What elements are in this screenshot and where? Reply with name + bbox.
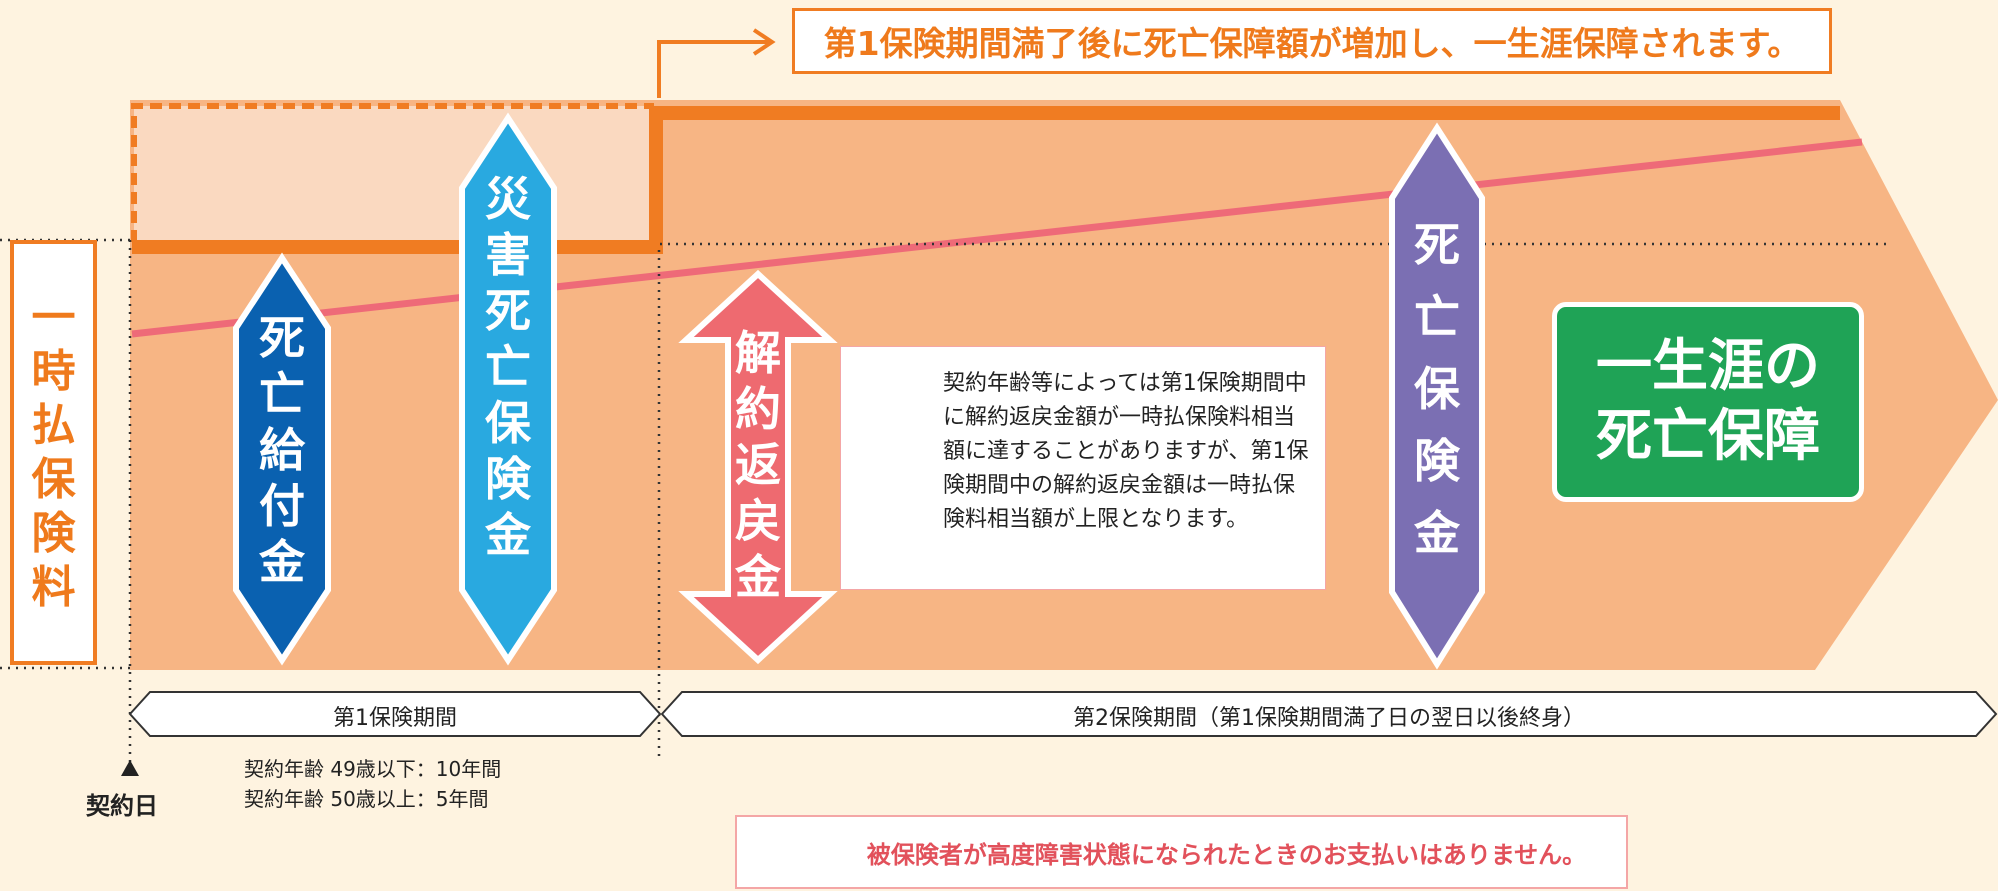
death-benefit-char: 金 — [259, 535, 305, 589]
death-benefit-char: 給 — [259, 423, 305, 477]
death-benefit-char: 死 — [259, 311, 305, 365]
death-insurance-char: 死 — [1414, 218, 1460, 272]
premium-label-char: 一 — [31, 291, 76, 343]
death-insurance-char: 亡 — [1414, 290, 1460, 344]
death-insurance-char: 保 — [1414, 362, 1460, 416]
death-benefit-char: 付 — [259, 479, 305, 533]
first-period-label: 第1保険期間 — [333, 706, 457, 731]
death-coverage-line — [132, 106, 1840, 254]
death-benefit-arrow — [233, 252, 331, 666]
surrender-note-text: 契約年齢等によっては第1保険期間中に解約返戻金額が一時払保険料相当額に達すること… — [943, 371, 1309, 532]
surrender-value-label: 解 約 返 戻 金 — [728, 330, 788, 600]
premium-box: 一 時 払 保 険 料 — [10, 240, 97, 665]
premium-label-char: 払 — [31, 399, 76, 451]
death-benefit-char: 亡 — [259, 367, 305, 421]
surrender-char: 解 — [735, 326, 781, 380]
accident-death-char: 災 — [485, 172, 531, 226]
second-period-label: 第2保険期間（第1保険期間満了日の翌日以後終身） — [1073, 706, 1585, 731]
accident-death-arrow — [459, 112, 557, 666]
death-insurance-label: 死 亡 保 険 金 — [1407, 222, 1467, 556]
second-period-bar — [660, 691, 1998, 737]
surrender-value-arrow — [678, 269, 838, 665]
first-period-note: 契約年齢 50歳以上：5年間 — [244, 787, 489, 811]
accident-death-char: 死 — [485, 284, 531, 338]
accident-death-char: 険 — [485, 452, 531, 506]
lifetime-line-1: 一生涯の — [1596, 334, 1820, 399]
premium-label-char: 保 — [31, 453, 76, 505]
callout-connector — [657, 40, 770, 98]
bottom-warning: 被保険者が高度障害状態になられたときのお支払いはありません。 — [735, 815, 1628, 889]
contract-day-label: 契約日 — [86, 792, 158, 820]
first-period-notes: 契約年齢 49歳以下：10年間 契約年齢 50歳以上：5年間 — [244, 754, 501, 814]
accident-death-char: 金 — [485, 508, 531, 562]
death-benefit-label: 死 亡 給 付 金 — [252, 315, 312, 585]
accident-death-char: 亡 — [485, 340, 531, 394]
surrender-char: 約 — [735, 382, 781, 436]
surrender-char: 戻 — [735, 494, 781, 548]
first-period-note: 契約年齢 49歳以下：10年間 — [244, 757, 502, 781]
first-period-upper-band — [134, 106, 654, 242]
accident-death-char: 保 — [485, 396, 531, 450]
callout-arrowhead — [752, 28, 776, 56]
callout-coverage-increase: 第1保険期間満了後に死亡保障額が増加し、一生涯保障されます。 — [792, 8, 1832, 74]
surrender-value-line — [131, 138, 1863, 338]
accident-death-label: 災 害 死 亡 保 険 金 — [478, 176, 538, 558]
death-insurance-arrow — [1389, 122, 1485, 670]
bottom-warning-text: 被保険者が高度障害状態になられたときのお支払いはありません。 — [866, 840, 1587, 869]
first-period-bar — [128, 691, 662, 737]
surrender-char: 返 — [735, 438, 781, 492]
premium-label-char: 険 — [31, 507, 76, 559]
surrender-char: 金 — [735, 550, 781, 604]
accident-death-char: 害 — [485, 228, 531, 282]
contract-day-marker-icon — [121, 760, 139, 776]
premium-label-char: 時 — [31, 345, 76, 397]
death-insurance-char: 険 — [1414, 434, 1460, 488]
premium-label-char: 料 — [31, 561, 76, 613]
dashed-band-outline — [131, 103, 654, 242]
death-insurance-char: 金 — [1414, 506, 1460, 560]
lifetime-coverage-box: 一生涯の 死亡保障 — [1552, 302, 1864, 502]
surrender-note-box: 契約年齢等によっては第1保険期間中に解約返戻金額が一時払保険料相当額に達すること… — [840, 346, 1326, 590]
lifetime-line-2: 死亡保障 — [1596, 404, 1820, 469]
